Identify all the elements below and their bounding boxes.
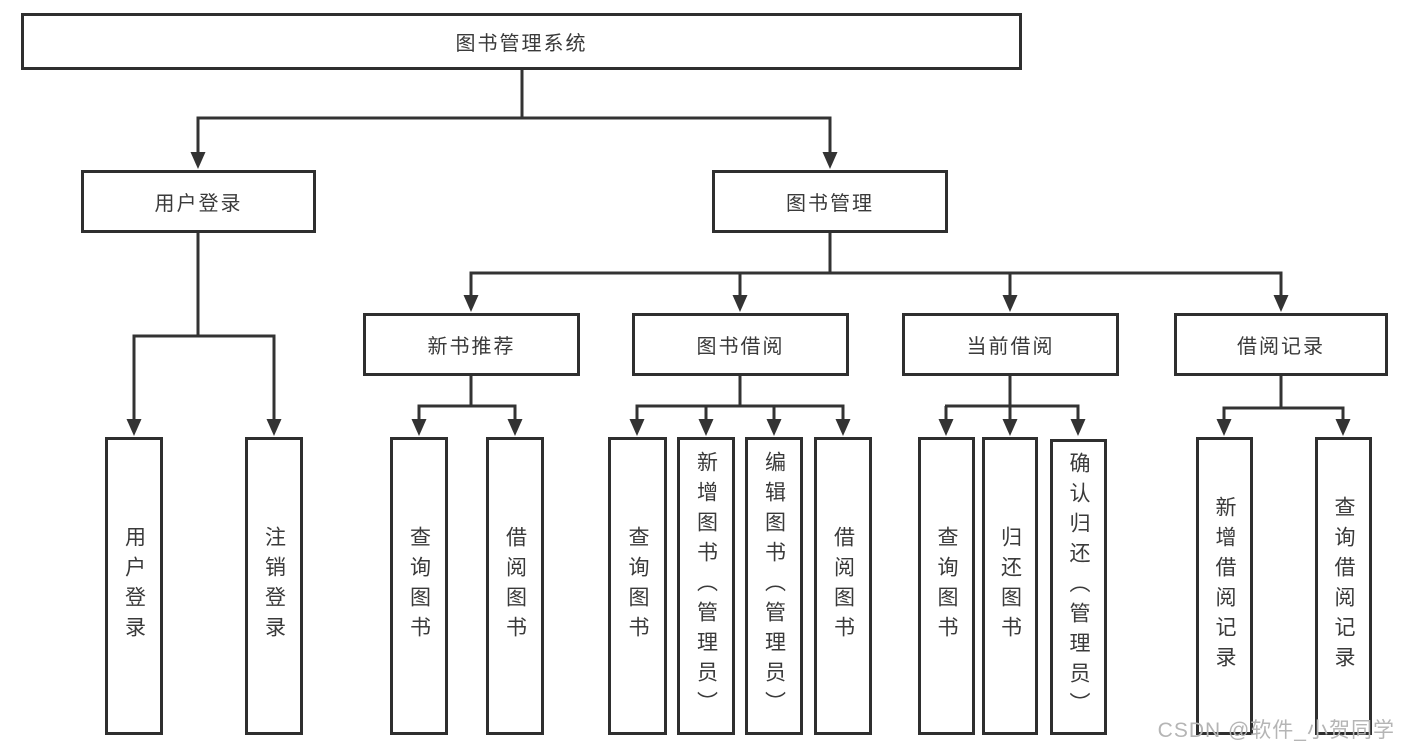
node-label: 查询图书 bbox=[626, 526, 649, 646]
node-label: 编辑图书（管理员） bbox=[762, 451, 786, 721]
arrowhead bbox=[732, 295, 748, 312]
leaf-return-books: 归还图书 bbox=[982, 437, 1038, 735]
leaf-add-books-admin: 新增图书（管理员） bbox=[677, 437, 735, 735]
node-label: 图书管理系统 bbox=[455, 33, 588, 55]
node-label: 查询图书 bbox=[407, 526, 431, 646]
arrowhead bbox=[698, 419, 714, 436]
node-label: 借阅记录 bbox=[1237, 336, 1325, 358]
leaf-logout: 注销登录 bbox=[245, 437, 303, 735]
node-label: 借阅图书 bbox=[503, 526, 527, 646]
arrowhead bbox=[463, 295, 479, 312]
node-label: 借阅图书 bbox=[831, 526, 855, 646]
arrowhead bbox=[507, 419, 523, 436]
node-user-login: 用户登录 bbox=[81, 170, 316, 233]
leaf-confirm-return-admin: 确认归还（管理员） bbox=[1050, 439, 1107, 735]
arrowhead bbox=[1002, 419, 1018, 436]
arrowhead bbox=[1002, 295, 1018, 312]
arrowhead bbox=[190, 152, 206, 169]
node-label: 归还图书 bbox=[998, 526, 1022, 646]
node-current-borrow: 当前借阅 bbox=[902, 313, 1119, 376]
leaf-add-borrow-record: 新增借阅记录 bbox=[1196, 437, 1253, 735]
node-book-management: 图书管理 bbox=[712, 170, 948, 233]
leaf-search-books-recommend: 查询图书 bbox=[390, 437, 448, 735]
node-label: 确认归还（管理员） bbox=[1067, 452, 1090, 722]
arrowhead bbox=[822, 152, 838, 169]
node-label: 新增图书（管理员） bbox=[694, 451, 718, 721]
leaf-search-borrow-record: 查询借阅记录 bbox=[1315, 437, 1372, 735]
leaf-user-login: 用户登录 bbox=[105, 437, 163, 735]
arrowhead bbox=[1335, 419, 1351, 436]
leaf-borrow-books-recommend: 借阅图书 bbox=[486, 437, 544, 735]
node-label: 用户登录 bbox=[122, 526, 146, 646]
node-borrow-records: 借阅记录 bbox=[1174, 313, 1388, 376]
leaf-edit-books-admin: 编辑图书（管理员） bbox=[745, 437, 803, 735]
arrowhead bbox=[126, 419, 142, 436]
arrowhead bbox=[938, 419, 954, 436]
node-label: 新书推荐 bbox=[427, 336, 516, 358]
arrowhead bbox=[835, 419, 851, 436]
arrowhead bbox=[629, 419, 645, 436]
node-label: 新增借阅记录 bbox=[1213, 496, 1236, 676]
node-label: 注销登录 bbox=[262, 526, 286, 646]
node-new-book-recommend: 新书推荐 bbox=[363, 313, 580, 376]
arrowhead bbox=[1070, 419, 1086, 436]
leaf-search-books-current: 查询图书 bbox=[918, 437, 975, 735]
node-label: 查询借阅记录 bbox=[1332, 496, 1355, 676]
csdn-watermark: CSDN @软件_小贺同学 bbox=[1157, 719, 1395, 742]
arrowhead bbox=[766, 419, 782, 436]
arrowhead bbox=[1216, 419, 1232, 436]
node-library-management-system: 图书管理系统 bbox=[21, 13, 1022, 70]
node-label: 用户登录 bbox=[154, 193, 243, 215]
leaf-borrow-books: 借阅图书 bbox=[814, 437, 872, 735]
node-label: 查询图书 bbox=[935, 526, 958, 646]
node-label: 图书管理 bbox=[786, 193, 874, 215]
arrowhead bbox=[1273, 295, 1289, 312]
leaf-search-books-borrow: 查询图书 bbox=[608, 437, 667, 735]
arrowhead bbox=[411, 419, 427, 436]
node-book-borrow: 图书借阅 bbox=[632, 313, 849, 376]
arrowhead bbox=[266, 419, 282, 436]
node-label: 图书借阅 bbox=[696, 336, 785, 358]
node-label: 当前借阅 bbox=[966, 336, 1055, 358]
